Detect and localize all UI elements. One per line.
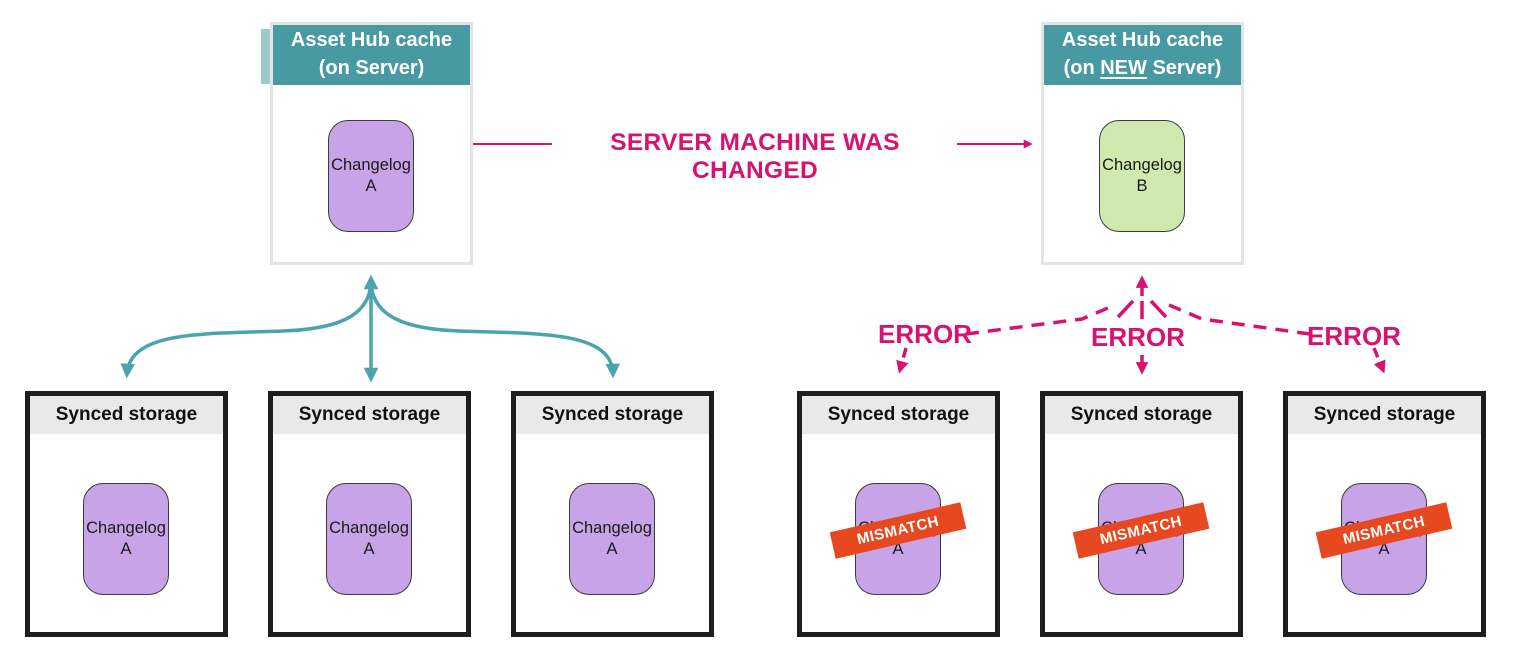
synced-storage-title: Synced storage — [1288, 396, 1481, 434]
server-changed-label: SERVER MACHINE WAS CHANGED — [610, 129, 900, 184]
asset-hub-title-new: Asset Hub cache (on NEW Server) — [1044, 25, 1241, 85]
changelog-chip-b: Changelog B — [1099, 120, 1185, 232]
chip-label-line2: A — [1378, 540, 1390, 558]
header-tab-decoration — [261, 29, 270, 84]
error-label-right: ERROR — [1307, 321, 1401, 351]
synced-storage-box-6: Synced storage Changelog A MISMATCH — [1283, 391, 1486, 637]
chip-label-line1: Changelog — [86, 518, 166, 537]
synced-storage-title: Synced storage — [273, 396, 466, 434]
synced-storage-title: Synced storage — [516, 396, 709, 434]
asset-hub-box-old-server: Asset Hub cache (on Server) Changelog A — [261, 22, 473, 265]
synced-storage-box-4: Synced storage Changelog A MISMATCH — [797, 391, 1000, 637]
chip-label-line2: B — [1136, 177, 1148, 195]
chip-label-line2: A — [892, 540, 904, 558]
chip-label-line2: A — [1135, 540, 1147, 558]
error-crowfoot-left — [1116, 299, 1135, 319]
chip-label-line1: Changelog — [1102, 155, 1182, 174]
title-prefix: (on — [1063, 57, 1101, 79]
sync-arrow-right — [369, 282, 621, 379]
synced-storage-box-1: Synced storage Changelog A — [25, 391, 228, 637]
error-label-left: ERROR — [878, 319, 972, 349]
asset-hub-title-old: Asset Hub cache (on Server) — [273, 25, 470, 85]
asset-hub-box-new-server: Asset Hub cache (on NEW Server) Changelo… — [1041, 22, 1244, 265]
error-dash-right — [1168, 303, 1311, 336]
chip-label-line2: A — [120, 540, 132, 558]
asset-hub-title-line1: Asset Hub cache — [290, 29, 453, 52]
sync-arrow-left — [120, 282, 373, 379]
chip-label-line2: A — [363, 540, 375, 558]
sync-arrows — [120, 274, 621, 383]
synced-storage-title: Synced storage — [1045, 396, 1238, 434]
asset-hub-title-line1: Asset Hub cache — [1061, 29, 1224, 52]
changelog-chip-a: Changelog A — [83, 483, 169, 595]
synced-storage-title: Synced storage — [802, 396, 995, 434]
title-underlined-word: NEW — [1100, 57, 1147, 79]
chip-label-line1: Changelog — [331, 155, 411, 174]
changelog-chip-a: Changelog A — [569, 483, 655, 595]
changelog-chip-a: Changelog A — [328, 120, 414, 232]
chip-label-line2: A — [606, 540, 618, 558]
synced-storage-title: Synced storage — [30, 396, 223, 434]
synced-storage-box-3: Synced storage Changelog A — [511, 391, 714, 637]
error-arrow-down-left — [896, 347, 909, 374]
changelog-chip-a: Changelog A — [326, 483, 412, 595]
synced-storage-box-2: Synced storage Changelog A — [268, 391, 471, 637]
error-crowfoot-right — [1149, 299, 1168, 319]
asset-hub-title-line2: (on NEW Server) — [1064, 55, 1222, 83]
asset-hub-title-line2: (on Server) — [318, 57, 425, 79]
title-suffix: Server) — [1146, 57, 1222, 79]
synced-storage-box-5: Synced storage Changelog A MISMATCH — [1040, 391, 1243, 637]
chip-label-line1: Changelog — [572, 518, 652, 537]
chip-label-line1: Changelog — [329, 518, 409, 537]
chip-label-line2: A — [365, 177, 377, 195]
error-label-center: ERROR — [1091, 322, 1185, 352]
